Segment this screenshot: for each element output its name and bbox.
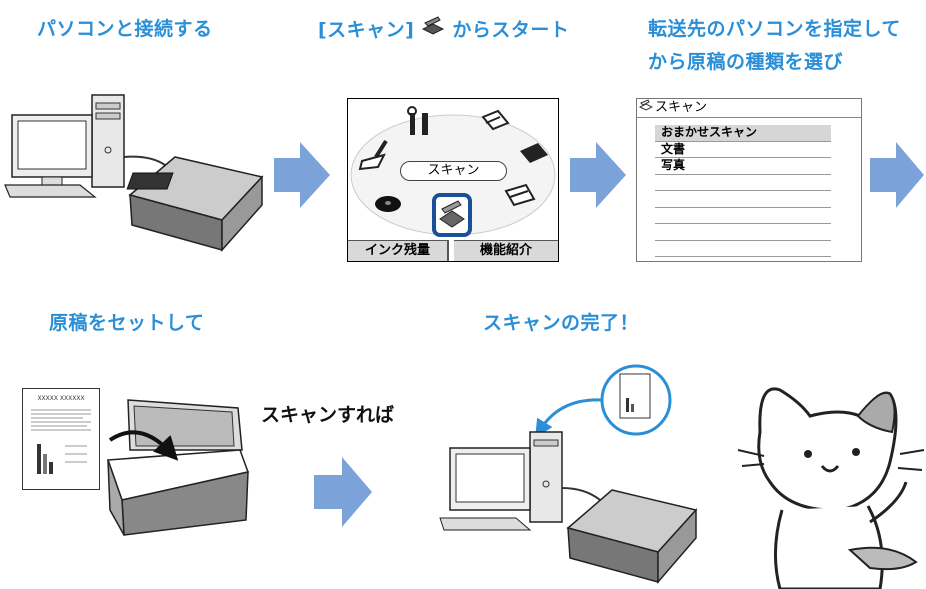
arrow-right-2 [570,142,626,208]
list-header: スキャン [637,99,861,118]
copy-icon [481,109,510,131]
home-menu-screen: スキャン インク残量 機能紹介 [347,98,559,262]
step-title-connect: パソコンと接続する [37,18,213,40]
list-item-empty [655,224,831,241]
cat-mascot-illustration [737,387,925,589]
list-item-auto-scan[interactable]: おまかせスキャン [655,125,831,142]
arrow-right-4 [314,457,372,527]
list-item-empty [655,241,831,257]
pc-printer-illustration [4,94,264,252]
memory-card-icon [520,143,548,163]
photo-print-icon [504,183,536,207]
document-content [31,409,91,474]
disc-icon [375,196,401,212]
step-title-start-suffix: からスタート [452,19,570,41]
scanner-lid-open-illustration [106,399,249,536]
scan-glyph-small-icon [638,99,654,117]
scan-complete-illustration [439,364,698,585]
list-item-empty [655,175,831,191]
scan-glyph-icon [420,14,446,43]
arrow-right-3 [870,142,924,208]
step-title-start: [スキャン] からスタート [318,14,569,43]
step-title-select-line2: から原稿の種類を選び [648,51,844,73]
arrow-right-1 [274,142,330,208]
list-item-empty [655,191,831,208]
scan-type-list: おまかせスキャン 文書 写真 [655,125,831,257]
menu-center-label: スキャン [400,161,507,181]
step-title-start-prefix: [スキャン] [318,19,415,41]
list-item-photo[interactable]: 写真 [655,158,831,175]
list-item-empty [655,208,831,224]
step-title-place: 原稿をセットして [49,312,205,334]
document-sheet: XXXXX XXXXXX [22,388,100,490]
document-heading: XXXXX XXXXXX [37,395,85,402]
step-title-select-line1: 転送先のパソコンを指定して [648,18,901,40]
scan-type-list-screen: スキャン おまかせスキャン 文書 写真 [636,98,862,262]
ink-level-button[interactable]: インク残量 [348,240,449,261]
list-item-document[interactable]: 文書 [655,142,831,158]
function-guide-button[interactable]: 機能紹介 [454,240,558,261]
step-title-complete: スキャンの完了！ [483,312,640,334]
tools-icon [407,106,428,135]
scan-selected-icon[interactable] [432,193,472,237]
list-header-title: スキャン [655,100,708,115]
scan-caption: スキャンすれば [261,404,395,426]
pen-icon [358,139,388,171]
